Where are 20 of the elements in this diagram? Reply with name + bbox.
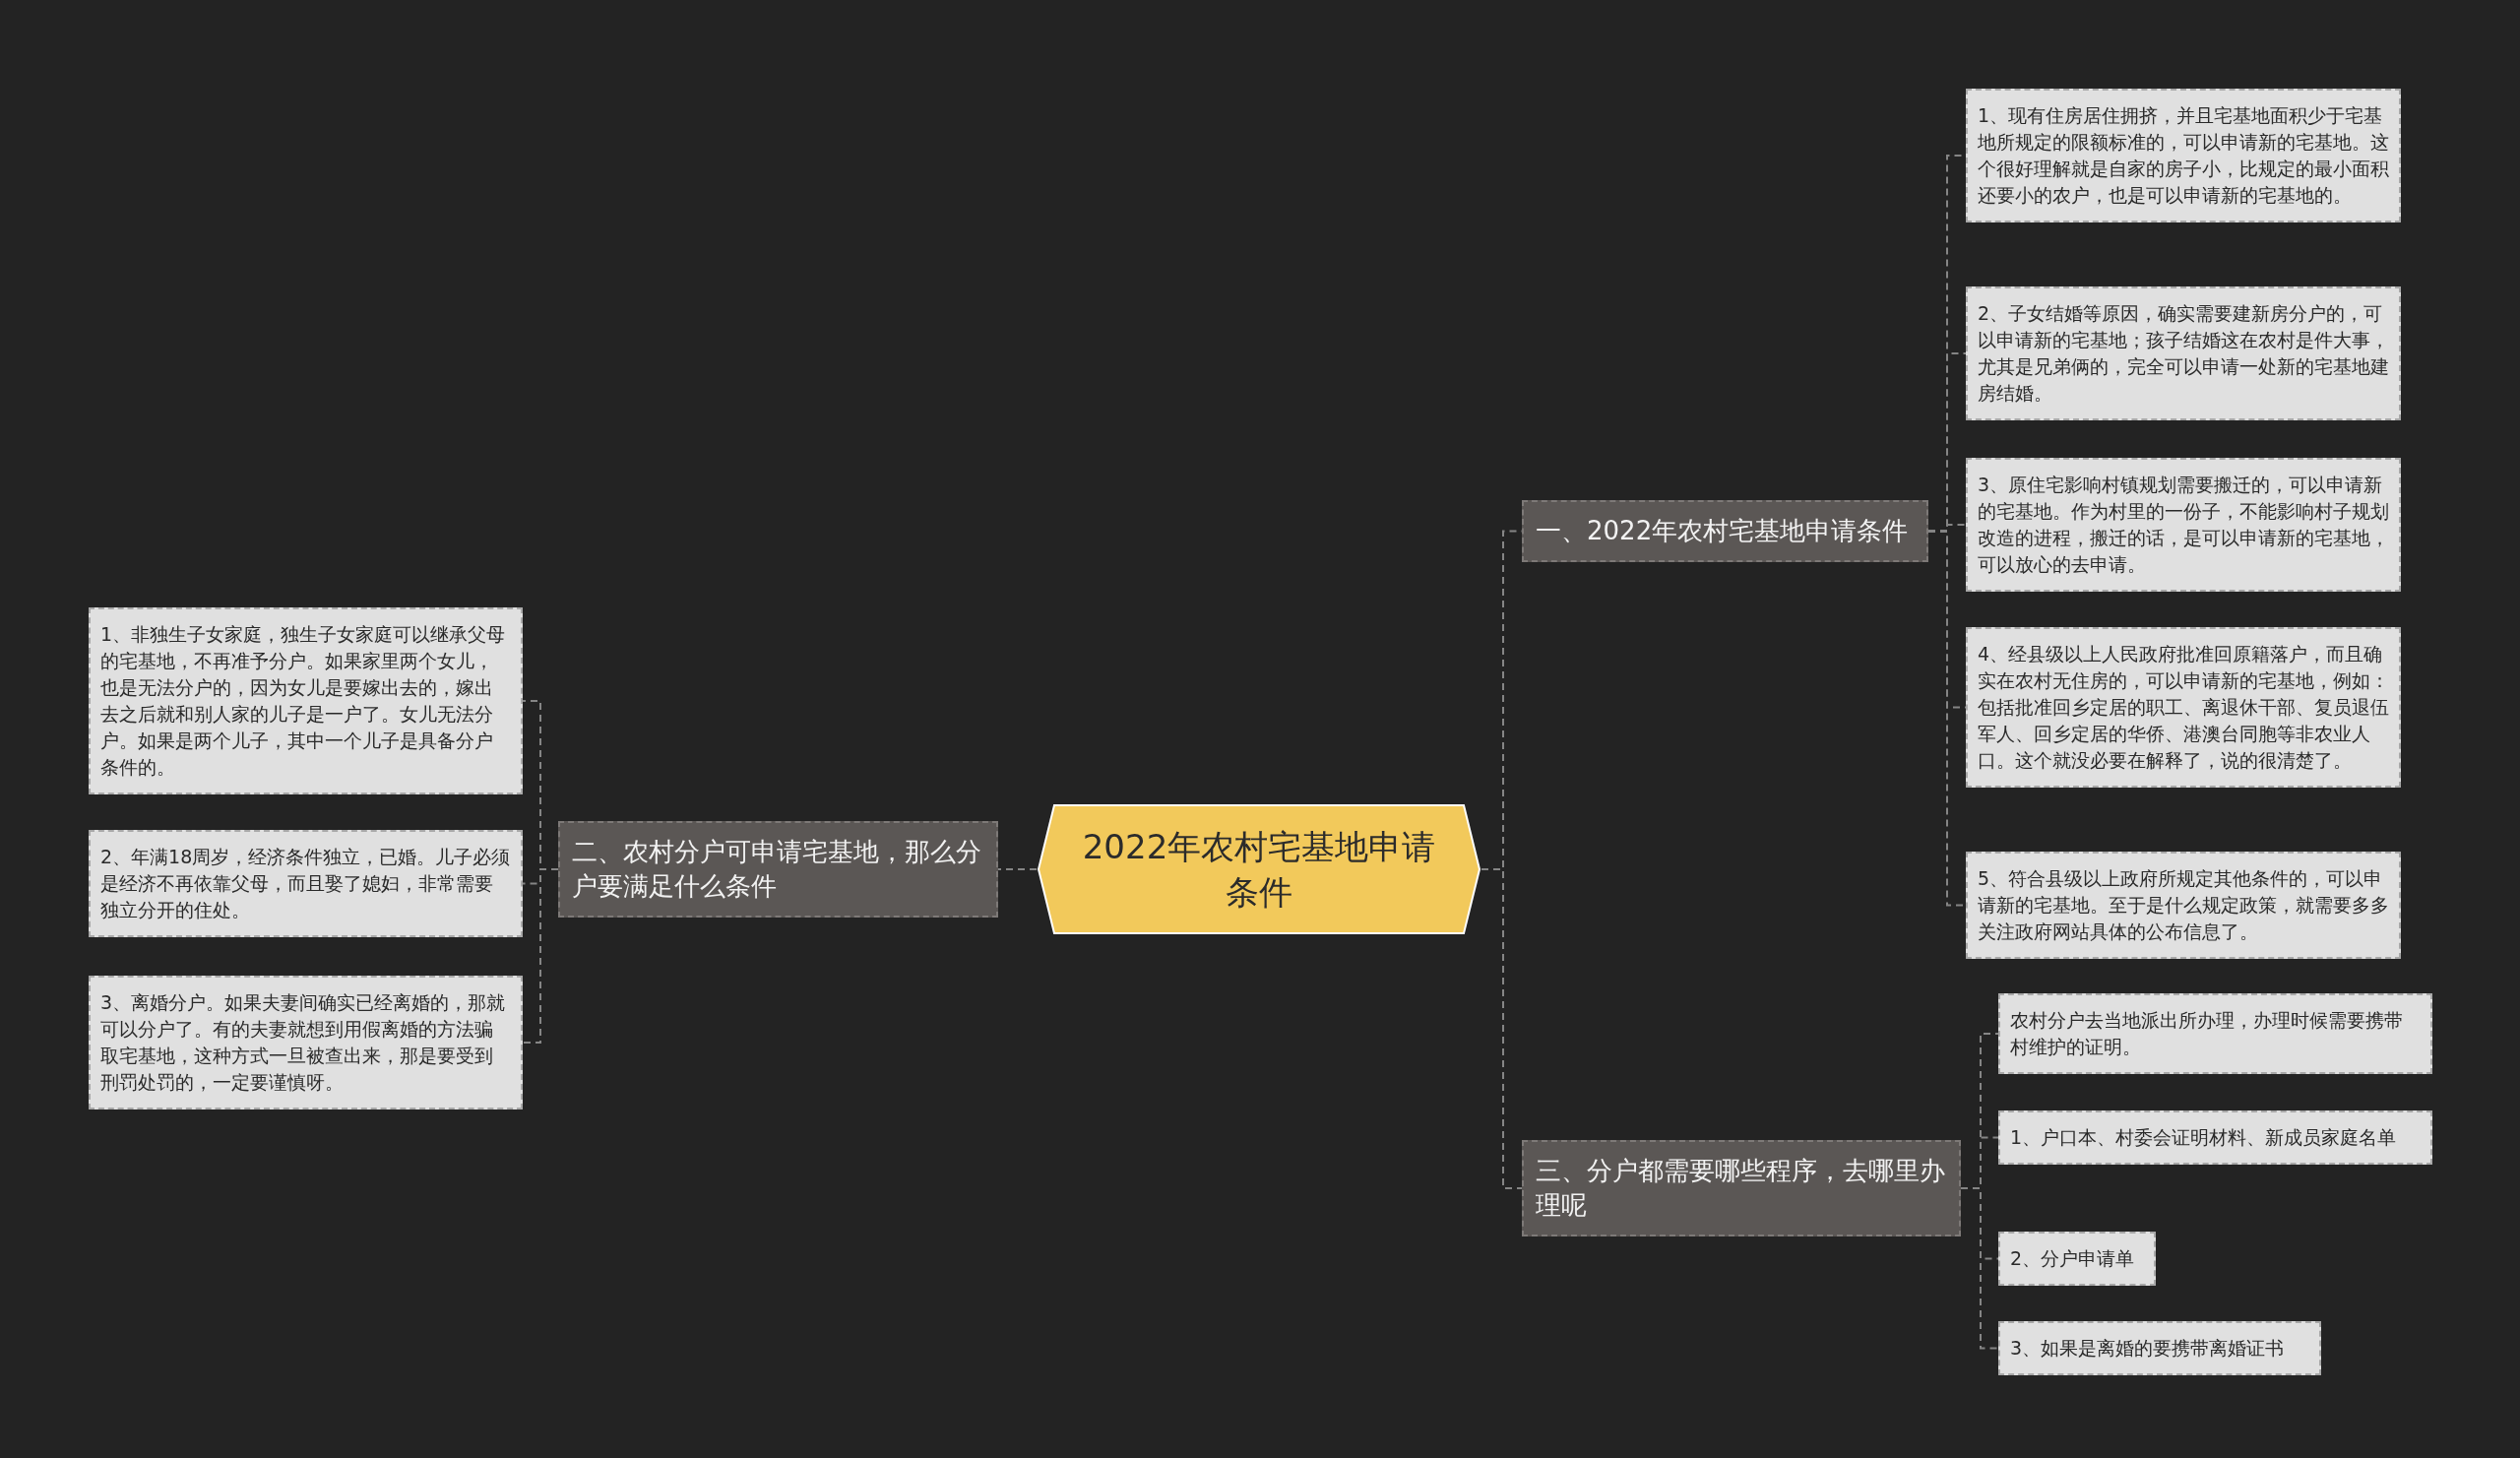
note-card: 2、年满18周岁，经济条件独立，已婚。儿子必须是经济不再依靠父母，而且娶了媳妇，非常需要独立分开的住处。 <box>89 830 523 937</box>
note-card: 3、原住宅影响村镇规划需要搬迁的，可以申请新的宅基地。作为村里的一份子，不能影响村子规划改造的进程，搬迁的话，是可以申请新的宅基地，可以放心的去申请。 <box>1966 458 2401 592</box>
note-card: 1、户口本、村委会证明材料、新成员家庭名单 <box>1998 1110 2432 1165</box>
note-card: 农村分户去当地派出所办理，办理时候需要携带村维护的证明。 <box>1998 993 2432 1074</box>
note-card: 3、离婚分户。如果夫妻间确实已经离婚的，那就可以分户了。有的夫妻就想到用假离婚的方法骗取宅基地，这种方式一旦被查出来，那是要受到刑罚处罚的，一定要谨慎呀。 <box>89 976 523 1109</box>
connector-line <box>522 868 559 1044</box>
connector-line <box>997 868 1038 870</box>
note-card: 2、分户申请单 <box>1998 1232 2156 1286</box>
note-card: 5、符合县级以上政府所规定其他条件的，可以申请新的宅基地。至于是什么规定政策，就需要多多关注政府网站具体的公布信息了。 <box>1966 852 2401 959</box>
connector-line <box>1960 1187 1999 1350</box>
branch-topic: 一、2022年农村宅基地申请条件 <box>1522 500 1928 562</box>
note-card: 2、子女结婚等原因，确实需要建新房分户的，可以申请新的宅基地；孩子结婚这在农村是件大事，尤其是兄弟俩的，完全可以申请一处新的宅基地建房结婚。 <box>1966 286 2401 420</box>
branch-topic: 二、农村分户可申请宅基地，那么分户要满足什么条件 <box>558 821 998 918</box>
note-card: 1、非独生子女家庭，独生子女家庭可以继承父母的宅基地，不再准予分户。如果家里两个女儿，也是无法分户的，因为女儿是要嫁出去的，嫁出去之后就和别人家的儿子是一户了。女儿无法分户。如果是两个儿子，其中一个儿子是具备分户条件的。 <box>89 607 523 794</box>
note-card: 3、如果是离婚的要携带离婚证书 <box>1998 1321 2321 1375</box>
note-card: 4、经县级以上人民政府批准回原籍落户，而且确实在农村无住房的，可以申请新的宅基地，例如：包括批准回乡定居的职工、离退休干部、复员退伍军人、回乡定居的华侨、港澳台同胞等非农业人口。这个就没必要在解释了，说的很清楚了。 <box>1966 627 2401 788</box>
central-topic: 2022年农村宅基地申请条件 <box>1037 803 1481 935</box>
note-card: 1、现有住房居住拥挤，并且宅基地面积少于宅基地所规定的限额标准的，可以申请新的宅基地。这个很好理解就是自家的房子小，比规定的最小面积还要小的农户，也是可以申请新的宅基地的。 <box>1966 89 2401 222</box>
branch-topic: 三、分户都需要哪些程序，去哪里办理呢 <box>1522 1140 1961 1236</box>
connector-line <box>1480 868 1523 1189</box>
